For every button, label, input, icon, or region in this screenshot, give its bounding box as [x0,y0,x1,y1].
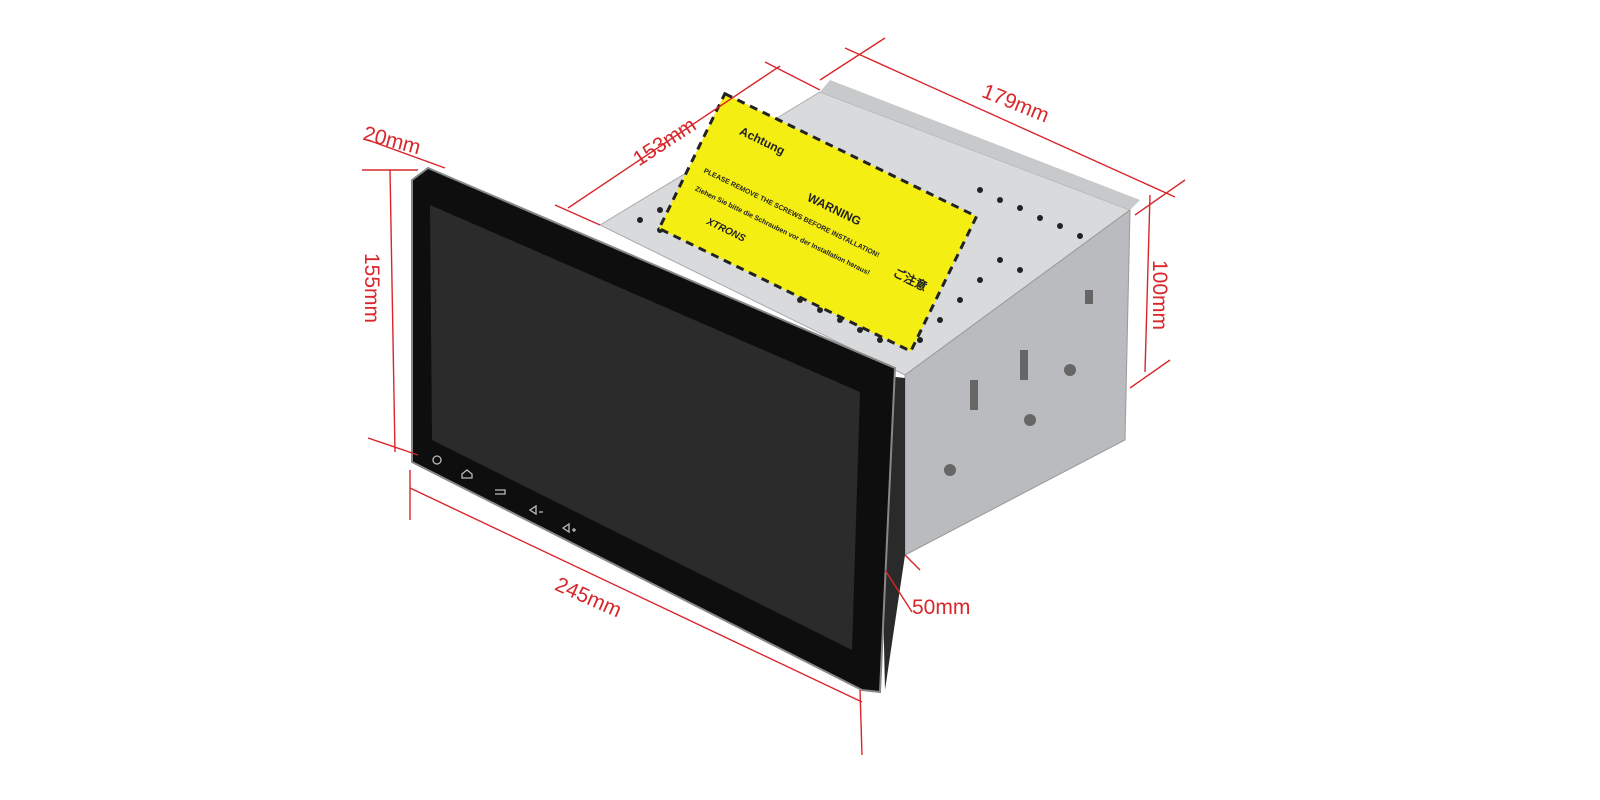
volume-down-icon[interactable] [528,504,543,516]
dim-179mm: 179mm [979,80,1053,128]
display-screen [430,205,860,650]
front-panel [411,166,905,694]
dim-155mm: 155mm [360,253,383,323]
back-icon[interactable] [495,489,506,495]
dimension-lines [362,37,1186,756]
side-cutouts [944,290,1093,476]
home-icon[interactable] [461,469,473,479]
power-icon[interactable] [432,455,442,465]
volume-up-icon[interactable] [561,522,576,534]
dim-50mm: 50mm [912,596,970,619]
dim-20mm: 20mm [361,122,423,159]
dim-100mm: 100mm [1148,260,1171,330]
dim-153mm: 153mm [629,113,700,170]
dim-245mm: 245mm [552,573,625,622]
